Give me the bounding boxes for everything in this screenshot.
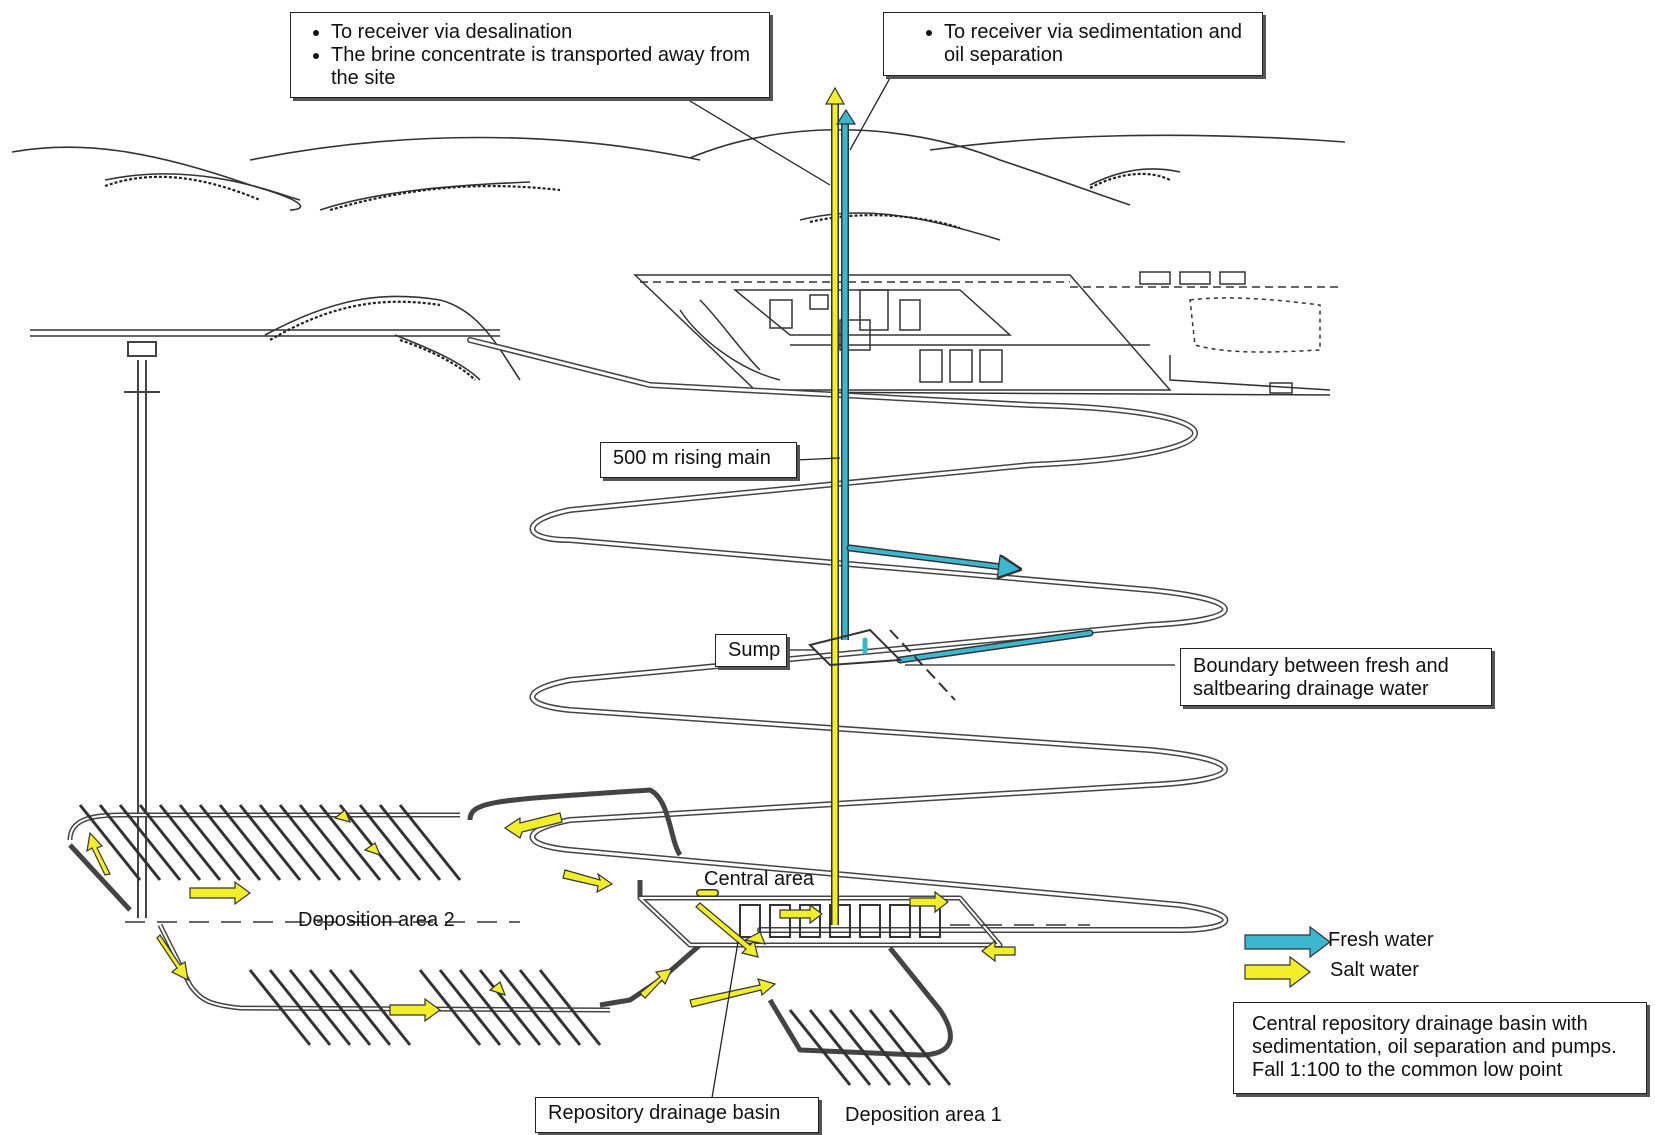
vegetation <box>104 172 1171 381</box>
rising-main-label: 500 m rising main <box>600 442 797 478</box>
legend-fresh-arrow <box>1244 925 1331 959</box>
sedimentation-line-1: To receiver via sedimentation and oil se… <box>944 21 1252 67</box>
deposition-area-2-label: Deposition area 2 <box>298 909 455 931</box>
sump-label: Sump <box>715 634 787 667</box>
deposition-area-1-label: Deposition area 1 <box>845 1104 1002 1126</box>
central-basin-callout: Central repository drainage basin with s… <box>1233 1002 1647 1094</box>
access-ramp-inner <box>468 338 1227 932</box>
boundary-callout: Boundary between fresh and saltbearing d… <box>1180 648 1492 706</box>
central-area-label: Central area <box>704 868 815 890</box>
desalination-line-1: To receiver via desalination <box>331 21 759 44</box>
leader-lines <box>679 59 1175 1099</box>
desalination-callout: To receiver via desalination The brine c… <box>290 12 770 98</box>
legend-salt-arrow <box>1244 955 1311 989</box>
legend-fresh-label: Fresh water <box>1328 929 1434 951</box>
ventilation-shaft <box>124 341 160 918</box>
fresh-water-flows <box>846 544 1094 664</box>
central-area-inner <box>69 814 1001 1011</box>
drainage-basin-label: Repository drainage basin <box>535 1097 819 1133</box>
deposition-tunnels <box>78 804 952 1086</box>
reference-line <box>125 921 1090 926</box>
desalination-line-2: The brine concentrate is transported awa… <box>331 44 759 90</box>
sedimentation-callout: To receiver via sedimentation and oil se… <box>883 12 1263 76</box>
salt-water-flows <box>86 809 1016 1023</box>
surface-facility <box>633 271 1340 396</box>
landscape-hills <box>11 128 1346 381</box>
central-area-bays <box>739 904 941 938</box>
legend-salt-label: Salt water <box>1330 959 1419 981</box>
rising-main <box>824 86 857 925</box>
